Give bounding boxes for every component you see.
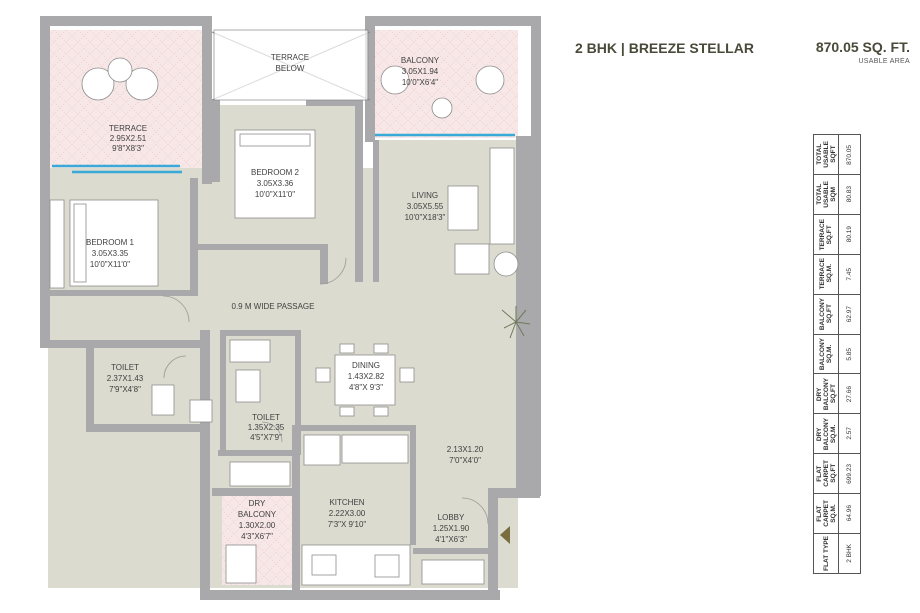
table-row: FLAT CARPET SQ.FT 699.23	[814, 454, 860, 495]
terrace-sqft-value: 80.19	[846, 226, 853, 243]
flat-type-label: FLAT TYPE	[822, 536, 830, 571]
table-row: TOTAL USABLE SQFT 870.05	[814, 135, 860, 175]
terrace-below-frame	[211, 29, 371, 101]
dry-balcony-sqft-label: DRY BALCONY SQ.FT	[815, 377, 837, 410]
dining-dimensions-imperial: 4'8"X 9'3"	[349, 383, 383, 392]
bedroom1-dimensions-metric: 3.05X3.35	[92, 249, 129, 258]
usable-area-caption: USABLE AREA	[858, 58, 910, 65]
door-swings	[162, 257, 489, 525]
area-table: TOTAL USABLE SQFT 870.05 TOTAL USABLE SQ…	[813, 134, 861, 574]
table-row: TOTAL USABLE SQM 80.83	[814, 174, 860, 215]
dining-dimensions-metric: 1.43X2.82	[348, 372, 385, 381]
total-usable-sqft-label: TOTAL USABLE SQFT	[815, 141, 837, 168]
balcony-dimensions-imperial: 10'0"X6'4"	[402, 78, 438, 87]
flat-carpet-sqft-label: FLAT CARPET SQ.FT	[815, 460, 837, 488]
table-row: FLAT TYPE 2 BHK	[814, 534, 860, 573]
table-row: BALCONY SQ.FT 62.97	[814, 294, 860, 335]
toilet1-label: TOILET	[111, 363, 139, 372]
dry-balcony-sublabel: BALCONY	[238, 510, 277, 519]
flat-type-value: 2 BHK	[846, 544, 853, 563]
dining-label: DINING	[352, 361, 380, 370]
table-row: TERRACE SQ.FT 80.19	[814, 214, 860, 255]
living-dimensions-imperial: 10'0"X18'3"	[405, 213, 446, 222]
toilet2-dimensions-imperial: 4'5"X7'9"	[250, 433, 282, 442]
terrace-label: TERRACE	[109, 124, 147, 133]
balcony-label: BALCONY	[401, 56, 440, 65]
total-usable-sqm-value: 80.83	[846, 186, 853, 203]
balcony-sqft-label: BALCONY SQ.FT	[819, 298, 833, 331]
terrace-below-sublabel: BELOW	[276, 64, 305, 73]
table-row: DRY BALCONY SQ.M. 2.57	[814, 414, 860, 455]
passage-label: 0.9 M WIDE PASSAGE	[232, 302, 315, 311]
bedroom2-dimensions-metric: 3.05X3.36	[257, 179, 294, 188]
bedroom1-dimensions-imperial: 10'0"X11'0"	[90, 260, 130, 269]
toilet2-dimensions-metric: 1.35X2.35	[248, 423, 285, 432]
terrace-dimensions-imperial: 9'8"X8'3"	[112, 144, 144, 153]
plant-icon	[501, 306, 531, 339]
foyer-dimensions-metric: 2.13X1.20	[447, 445, 484, 454]
flat-carpet-sqm-value: 64.96	[846, 505, 853, 522]
kitchen-label: KITCHEN	[329, 498, 364, 507]
living-label: LIVING	[412, 191, 438, 200]
dry-balcony-sqft-value: 27.66	[846, 385, 853, 403]
balcony-sqm-label: BALCONY SQ.M.	[819, 337, 833, 371]
terrace-sqm-label: TERRACE SQ.M.	[819, 258, 833, 290]
table-row: FLAT CARPET SQ.M. 64.96	[814, 494, 860, 535]
furniture	[49, 57, 519, 586]
bedroom1-label: BEDROOM 1	[86, 238, 135, 247]
walls	[40, 16, 541, 600]
dry-balcony-sqm-label: DRY BALCONY SQ.M.	[815, 417, 837, 450]
terrace-below-label: TERRACE	[271, 53, 309, 62]
living-dimensions-metric: 3.05X5.55	[407, 202, 444, 211]
table-row: TERRACE SQ.M. 7.45	[814, 254, 860, 295]
total-usable-sqm-label: TOTAL USABLE SQM	[815, 180, 837, 208]
entry-arrow-icon	[500, 526, 510, 544]
plan-title: 2 BHK | BREEZE STELLAR	[575, 40, 754, 56]
foyer-dimensions-imperial: 7'0"X4'0"	[449, 456, 481, 465]
floor-plan: TERRACE 2.95X2.51 9'8"X8'3" TERRACE BELO…	[40, 16, 541, 600]
dry-balcony-dimensions-metric: 1.30X2.00	[239, 521, 276, 530]
terrace-floor	[50, 30, 208, 168]
kitchen-dimensions-metric: 2.22X3.00	[329, 509, 366, 518]
total-usable-sqft-value: 870.05	[846, 144, 853, 165]
toilet2-label: TOILET	[252, 413, 280, 422]
lobby-dimensions-imperial: 4'1"X6'3"	[435, 535, 467, 544]
table-row: BALCONY SQ.M. 5.85	[814, 334, 860, 375]
bedroom2-dimensions-imperial: 10'0"X11'0"	[255, 190, 295, 199]
balcony-dimensions-metric: 3.05X1.94	[402, 67, 439, 76]
balcony-sqm-value: 5.85	[846, 347, 853, 361]
flat-carpet-sqft-value: 699.23	[846, 463, 853, 484]
lobby-label: LOBBY	[438, 513, 465, 522]
kitchen-dimensions-imperial: 7'3"X 9'10"	[328, 520, 367, 529]
toilet1-dimensions-metric: 2.37X1.43	[107, 374, 144, 383]
glass-railings	[52, 133, 515, 174]
balcony-sqft-value: 62.97	[846, 305, 853, 323]
table-row: DRY BALCONY SQ.FT 27.66	[814, 374, 860, 415]
terrace-sqm-value: 7.45	[846, 267, 853, 281]
lobby-dimensions-metric: 1.25X1.90	[433, 524, 470, 533]
dry-balcony-sqm-value: 2.57	[846, 427, 853, 441]
usable-area-value: 870.05 SQ. FT.	[815, 39, 910, 55]
dry-balcony-label: DRY	[249, 499, 266, 508]
terrace-dimensions-metric: 2.95X2.51	[110, 134, 147, 143]
bedroom2-label: BEDROOM 2	[251, 168, 300, 177]
dry-balcony-dimensions-imperial: 4'3"X6'7"	[241, 532, 273, 541]
terrace-sqft-label: TERRACE SQ.FT	[819, 218, 833, 250]
flat-carpet-sqm-label: FLAT CARPET SQ.M.	[815, 500, 837, 527]
toilet1-dimensions-imperial: 7'9"X4'8"	[109, 385, 141, 394]
